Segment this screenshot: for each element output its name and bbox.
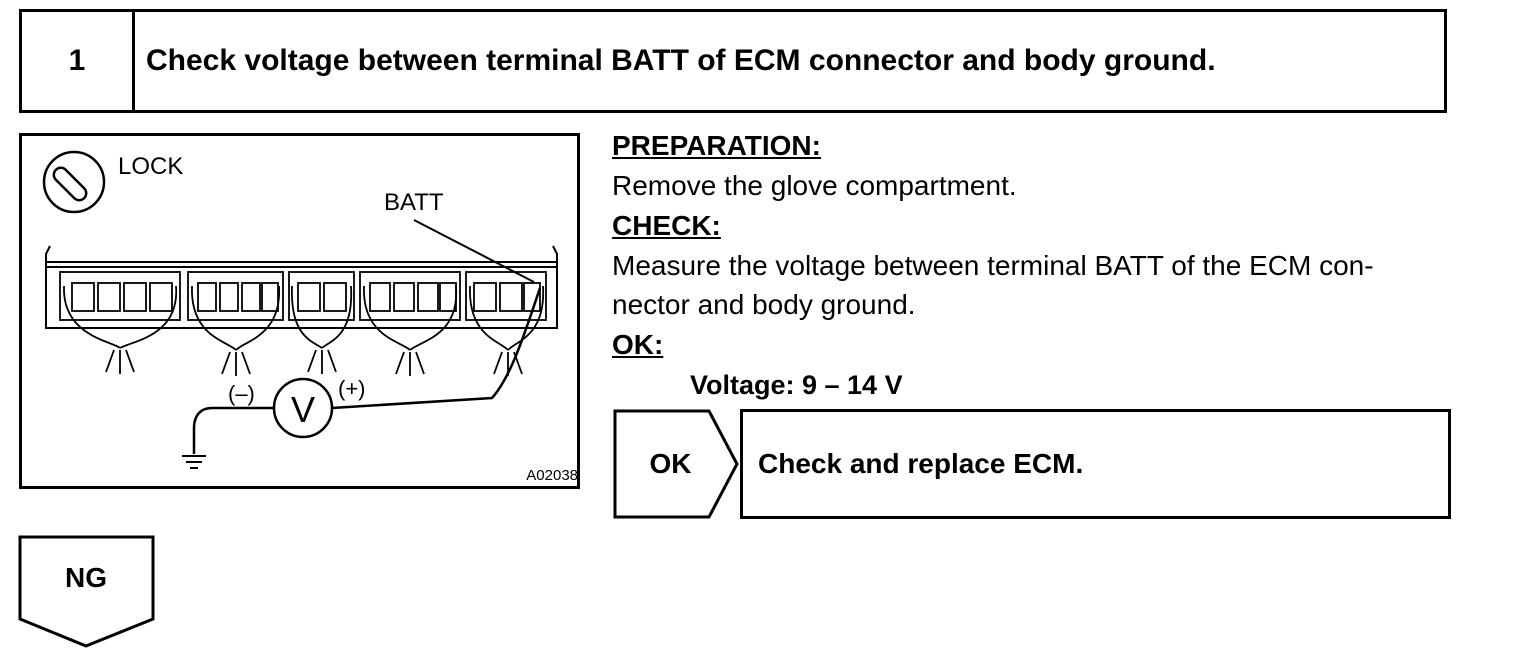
- preparation-text: Remove the glove compartment.: [612, 170, 1017, 201]
- voltmeter-icon: [272, 377, 334, 439]
- ok-label: OK: [649, 448, 692, 479]
- ok-arrow-box: [613, 409, 739, 519]
- voltmeter-label: V: [291, 389, 315, 430]
- check-heading: CHECK:: [612, 210, 721, 241]
- batt-pointer: [413, 219, 535, 283]
- lock-label: LOCK: [118, 153, 183, 180]
- ng-arrow-box: [18, 535, 155, 648]
- ng-label: NG: [65, 561, 107, 593]
- illustration-svg: LOCK BATT: [42, 150, 578, 484]
- probe-leads: [192, 287, 542, 454]
- ok-heading: OK:: [612, 329, 664, 360]
- check-text-line1: Measure the voltage between terminal BAT…: [612, 250, 1374, 281]
- minus-label: (–): [228, 381, 255, 406]
- ecm-connectors: [59, 271, 547, 376]
- step-title: Check voltage between terminal BATT of E…: [146, 44, 1216, 77]
- plus-label: (+): [338, 376, 366, 401]
- ecm-body: [45, 245, 558, 329]
- ignition-lock-icon: [42, 150, 106, 214]
- ecm-connector-illustration: LOCK BATT: [19, 133, 580, 489]
- batt-label: BATT: [384, 189, 444, 216]
- ok-spec: Voltage: 9 – 14 V: [690, 370, 903, 400]
- preparation-heading: PREPARATION:: [612, 130, 821, 161]
- ground-symbol-icon: [182, 455, 206, 469]
- figure-id: A02038: [526, 467, 578, 484]
- ok-result-box: Check and replace ECM.: [740, 409, 1451, 519]
- ok-result-text: Check and replace ECM.: [758, 448, 1084, 479]
- step-number: 1: [22, 12, 135, 110]
- check-text-line2: nector and body ground.: [612, 289, 916, 320]
- step-header: 1 Check voltage between terminal BATT of…: [19, 9, 1447, 113]
